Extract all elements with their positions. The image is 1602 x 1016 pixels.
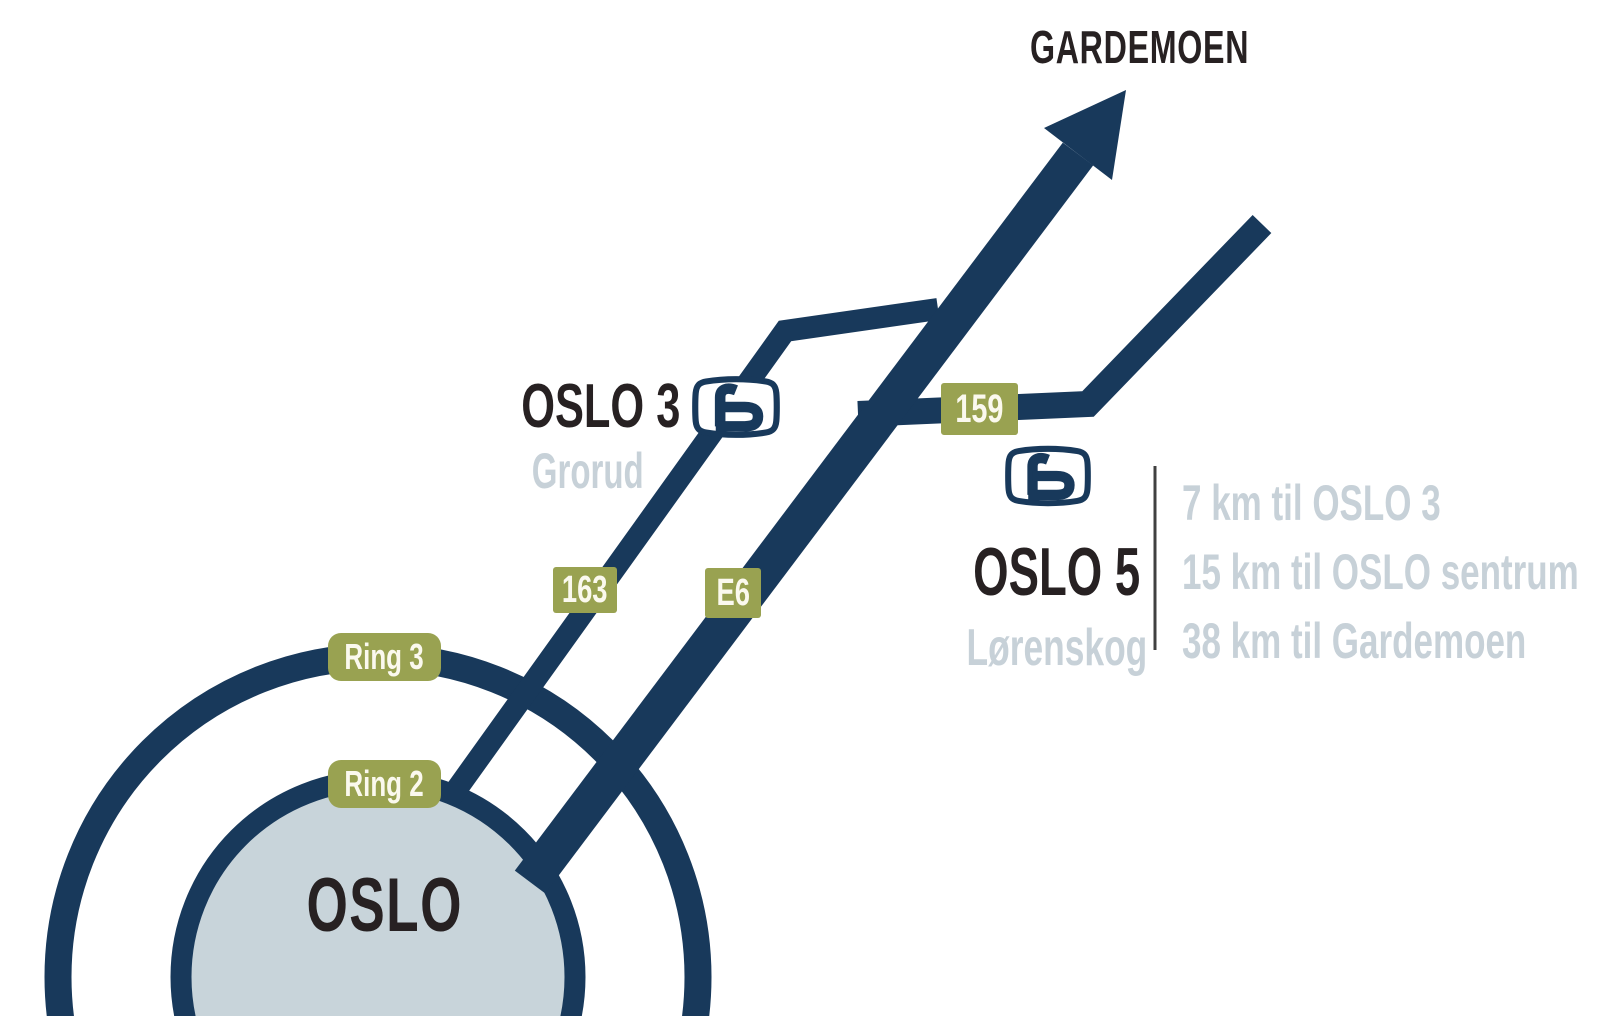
destination-label: GARDEMOEN: [890, 24, 1390, 70]
gardemoen-arrow-icon: [1044, 90, 1126, 180]
b-logo-icon-oslo5: [1005, 445, 1091, 507]
road-badge-163: 163: [553, 567, 617, 613]
distance-item-gardemoen: 38 km til Gardemoen: [1182, 613, 1527, 669]
road-159-line: [857, 214, 1272, 427]
distance-item-oslo3: 7 km til OSLO 3: [1182, 475, 1441, 531]
terminal-oslo5-name: OSLO 5: [973, 534, 1141, 610]
city-label: OSLO: [306, 863, 464, 948]
b-logo-icon-oslo3: [692, 376, 780, 438]
road-badge-ring3: Ring 3: [328, 633, 441, 681]
destination-label-text: GARDEMOEN: [1030, 21, 1250, 73]
road-e6-line: [514, 142, 1094, 894]
road-badge-ring2: Ring 2: [328, 760, 441, 808]
road-badge-e6: E6: [705, 568, 761, 618]
distance-item-oslo-sentrum: 15 km til OSLO sentrum: [1182, 544, 1579, 600]
terminal-oslo3-name: OSLO 3: [520, 372, 680, 441]
road-badge-159: 159: [941, 383, 1018, 435]
terminal-oslo5-district: Lørenskog: [966, 619, 1148, 677]
road-163-line: [440, 298, 940, 807]
terminal-oslo3-district: Grorud: [532, 443, 644, 499]
